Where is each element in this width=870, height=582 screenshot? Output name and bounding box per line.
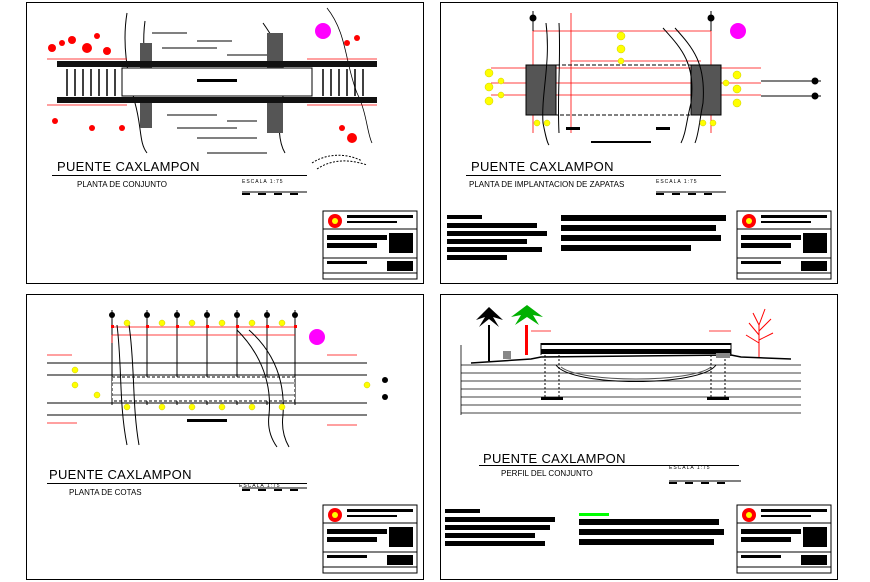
drawing-subtitle: PLANTA DE COTAS bbox=[69, 488, 142, 497]
scale-label: ESCALA 1:75 bbox=[242, 179, 284, 185]
profile-drawing bbox=[445, 305, 832, 574]
dimension-plan-drawing bbox=[47, 310, 418, 574]
sheet-planta-conjunto: PUENTE CAXLAMPON PLANTA DE CONJUNTO ESCA… bbox=[26, 2, 424, 284]
drawing-title: PUENTE CAXLAMPON bbox=[483, 451, 626, 466]
scale-label: ESCALA 1:75 bbox=[656, 179, 698, 185]
plan-drawing bbox=[47, 7, 418, 280]
drawing-subtitle: PERFIL DEL CONJUNTO bbox=[501, 469, 593, 478]
scale-label: ESCALA 1:75 bbox=[669, 465, 711, 471]
sheet-implantacion-zapatas: PUENTE CAXLAMPON PLANTA DE IMPLANTACION … bbox=[440, 2, 838, 284]
sheet-perfil-conjunto: PUENTE CAXLAMPON PERFIL DEL CONJUNTO ESC… bbox=[440, 294, 838, 580]
drawing-subtitle: PLANTA DE CONJUNTO bbox=[77, 180, 167, 189]
drawing-subtitle: PLANTA DE IMPLANTACION DE ZAPATAS bbox=[469, 180, 625, 189]
footing-plan-drawing bbox=[447, 11, 832, 280]
sheet-planta-cotas: PUENTE CAXLAMPON PLANTA DE COTAS ESCALA … bbox=[26, 294, 424, 580]
scale-label: ESCALA 1:75 bbox=[239, 483, 281, 489]
drawing-title: PUENTE CAXLAMPON bbox=[57, 159, 200, 174]
drawing-title: PUENTE CAXLAMPON bbox=[49, 467, 192, 482]
drawing-title: PUENTE CAXLAMPON bbox=[471, 159, 614, 174]
